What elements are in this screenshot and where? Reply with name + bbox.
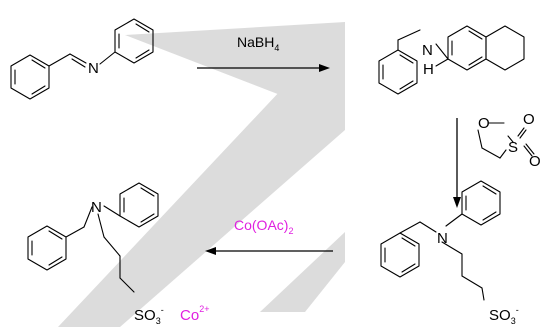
complex-sulfonate: SO3- (134, 305, 164, 326)
sultone-oxygen: O (478, 115, 490, 132)
ligand-nitrogen: N (437, 230, 448, 247)
watermark-triangle (58, 22, 345, 327)
sulfonation-step: O S O O (453, 111, 541, 208)
ligand-sulfonate: SO3- (489, 305, 519, 326)
sultone-oxo-oxygen-top: O (523, 111, 535, 128)
reduction-step: NaBH4 (197, 34, 330, 72)
cobalt-complex-molecule: N SO3- Co2+ (27, 182, 209, 326)
metalation-step: Co(OAc)2 (205, 217, 333, 255)
amine-nitrogen: N (422, 42, 433, 59)
amine-hydrogen: H (423, 61, 434, 78)
benzylaniline-molecule: N H (378, 25, 525, 95)
sulfonate-ligand-molecule: N SO3- (380, 180, 519, 326)
imine-molecule: N (10, 18, 154, 100)
cobalt-ion: Co2+ (180, 304, 209, 324)
nabh4-label: NaBH4 (237, 34, 279, 53)
coacetate-label: Co(OAc)2 (234, 217, 293, 236)
sultone-sulfur: S (508, 139, 518, 156)
sultone-oxo-oxygen-right: O (529, 153, 541, 170)
complex-nitrogen: N (91, 199, 102, 216)
imine-nitrogen: N (88, 60, 99, 77)
